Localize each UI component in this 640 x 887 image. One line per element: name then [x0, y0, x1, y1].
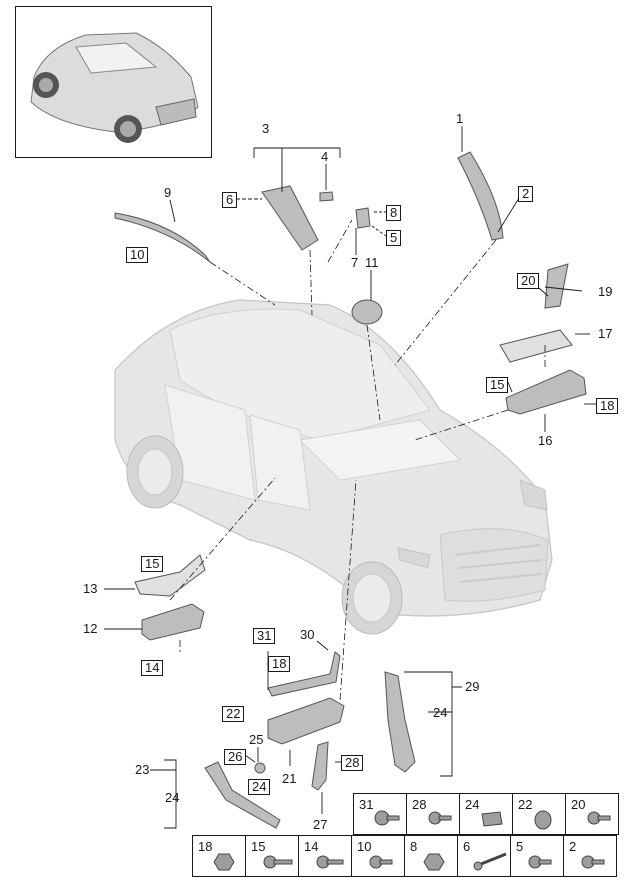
fastener-cell: 18 — [192, 835, 246, 877]
fastener-number: 8 — [410, 839, 418, 854]
callout-15-lower: 15 — [141, 556, 164, 572]
callout-1: 1 — [456, 111, 464, 126]
hex-nut-icon — [423, 853, 445, 871]
fastener-table-lower: 18 15 14 10 8 6 5 2 — [192, 835, 617, 877]
callout-3: 3 — [262, 121, 270, 136]
trim-30-icon — [267, 651, 341, 697]
callout-20: 20 — [517, 273, 540, 289]
callout-18-upper: 18 — [596, 398, 619, 414]
callout-30: 30 — [300, 627, 315, 642]
fastener-number: 2 — [569, 839, 577, 854]
fastener-number: 14 — [304, 839, 319, 854]
fastener-cell: 2 — [563, 835, 617, 877]
sensor-icon — [355, 207, 371, 229]
fastener-cell: 22 — [512, 793, 566, 835]
screw-icon — [374, 810, 400, 826]
clip-nut-icon — [481, 811, 503, 827]
fastener-cell: 5 — [510, 835, 564, 877]
callout-24-left: 24 — [165, 790, 180, 805]
callout-9: 9 — [164, 185, 172, 200]
fastener-cell: 15 — [245, 835, 299, 877]
callout-12: 12 — [83, 621, 98, 636]
fastener-number: 22 — [518, 797, 533, 812]
callout-29: 29 — [465, 679, 480, 694]
screw-icon — [528, 855, 552, 869]
bracket-23-icon — [204, 761, 281, 829]
callout-21: 21 — [282, 771, 297, 786]
callout-25: 25 — [249, 732, 264, 747]
grommet-icon — [534, 810, 552, 830]
callout-23: 23 — [135, 762, 150, 777]
callout-6: 6 — [222, 192, 238, 208]
hex-nut-icon — [213, 853, 235, 871]
bracket-29-icon — [384, 671, 416, 773]
callout-8: 8 — [386, 205, 402, 221]
vehicle-thumbnail — [15, 6, 212, 158]
mounting-bracket-17-icon — [499, 329, 573, 363]
fastener-number: 28 — [412, 797, 427, 812]
callout-28: 28 — [341, 755, 364, 771]
screw-icon — [587, 811, 611, 825]
bracket-13-icon — [134, 554, 206, 597]
fastener-cell: 10 — [351, 835, 405, 877]
callout-24-right: 24 — [433, 705, 448, 720]
callout-13: 13 — [83, 581, 98, 596]
fastener-number: 31 — [359, 797, 374, 812]
fastener-cell: 6 — [457, 835, 511, 877]
screw-icon — [369, 855, 393, 869]
callout-10: 10 — [126, 247, 149, 263]
fastener-cell: 31 — [353, 793, 407, 835]
clip-4-icon — [319, 191, 334, 202]
callout-11: 11 — [365, 255, 379, 270]
fastener-table-upper: 31 28 24 22 20 — [353, 793, 619, 835]
vehicle-body-icon — [114, 299, 553, 635]
fastener-number: 5 — [516, 839, 524, 854]
callout-26: 26 — [224, 749, 247, 765]
fastener-cell: 20 — [565, 793, 619, 835]
bolt-icon — [263, 855, 293, 869]
fastener-number: 15 — [251, 839, 266, 854]
callout-14: 14 — [141, 660, 164, 676]
passenger-airbag-icon — [505, 369, 587, 415]
fastener-cell: 24 — [459, 793, 513, 835]
knee-airbag-12-icon — [141, 603, 205, 641]
callout-31: 31 — [253, 628, 276, 644]
callout-19: 19 — [598, 284, 613, 299]
fastener-cell: 14 — [298, 835, 352, 877]
long-bolt-icon — [473, 852, 507, 871]
vehicle-thumbnail-icon — [30, 32, 199, 143]
callout-15-upper: 15 — [486, 377, 509, 393]
bolt-icon — [316, 855, 344, 869]
fastener-number: 18 — [198, 839, 213, 854]
nut-25-icon — [254, 762, 266, 774]
callout-18-lower: 18 — [268, 656, 291, 672]
callout-24-mid: 24 — [248, 779, 271, 795]
callout-2: 2 — [518, 186, 534, 202]
callout-5: 5 — [386, 230, 402, 246]
callout-7: 7 — [351, 255, 359, 270]
callout-22: 22 — [222, 706, 245, 722]
bracket-27-icon — [311, 741, 329, 791]
fastener-number: 6 — [463, 839, 471, 854]
fastener-cell: 8 — [404, 835, 458, 877]
callout-16: 16 — [538, 433, 553, 448]
callout-27: 27 — [313, 817, 328, 832]
screw-icon — [428, 811, 452, 825]
clock-spring-icon — [351, 299, 383, 325]
knee-airbag-21-icon — [267, 697, 345, 745]
callout-17: 17 — [598, 326, 613, 341]
seat-trim-20-icon — [544, 263, 569, 309]
fastener-number: 24 — [465, 797, 480, 812]
callout-4: 4 — [321, 149, 329, 164]
a-pillar-trim-icon — [457, 151, 504, 241]
screw-icon — [581, 855, 605, 869]
fastener-number: 10 — [357, 839, 372, 854]
fastener-cell: 28 — [406, 793, 460, 835]
fastener-number: 20 — [571, 797, 586, 812]
b-pillar-bracket-icon — [261, 185, 319, 251]
